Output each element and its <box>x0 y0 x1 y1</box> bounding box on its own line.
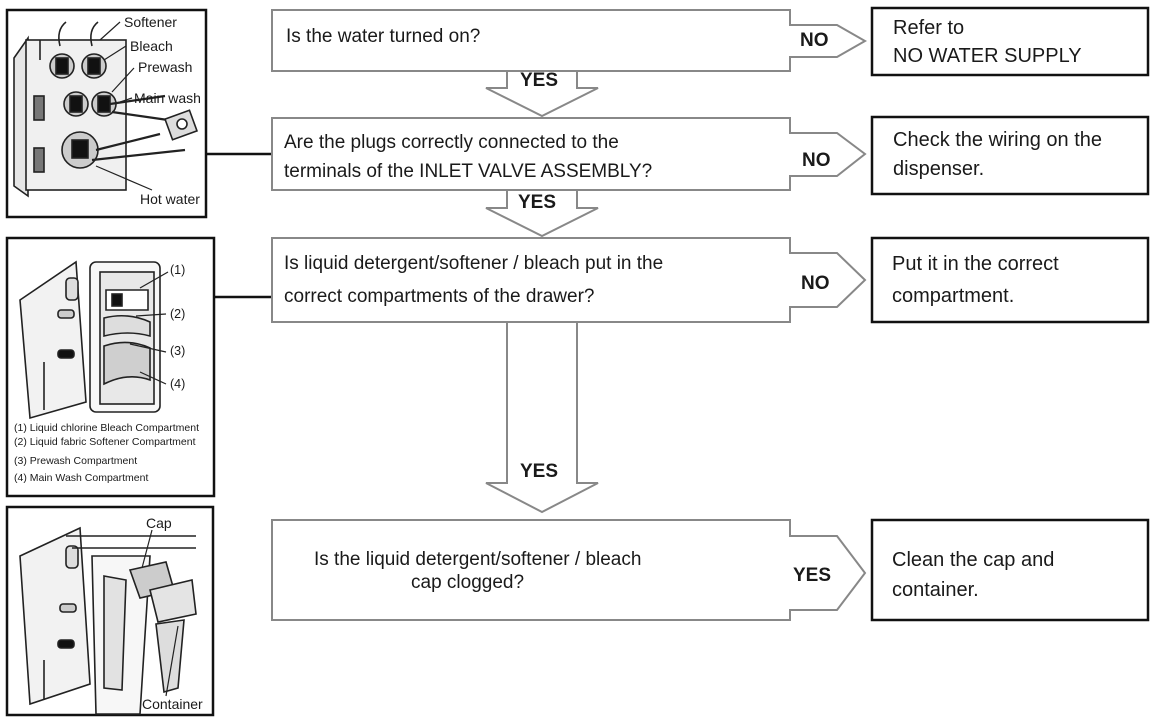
callout-prewash: Prewash <box>138 59 193 75</box>
down-arrow-3 <box>485 321 599 514</box>
drawer-legend-1: (1) Liquid chlorine Bleach Compartment <box>14 422 200 434</box>
next-label-3: YES <box>520 461 559 482</box>
question-4-line-1: Is the liquid detergent/softener / bleac… <box>314 549 642 570</box>
result-box-4 <box>870 518 1150 622</box>
result-1-line-1: Refer to <box>893 17 965 39</box>
result-2-line-1: Check the wiring on the <box>893 129 1103 151</box>
drawer-number-1: (1) <box>170 263 186 277</box>
question-2-line-2: terminals of the INLET VALVE ASSEMBLY? <box>284 161 653 182</box>
callout-main-wash: Main wash <box>134 90 201 106</box>
result-3-line-1: Put it in the correct <box>892 253 1059 275</box>
valve-drawing <box>13 21 199 198</box>
branch-label-1: NO <box>800 30 829 51</box>
question-3-line-1: Is liquid detergent/softener / bleach pu… <box>284 253 664 274</box>
result-box-2 <box>870 115 1150 196</box>
next-label-2: YES <box>518 192 557 213</box>
down-arrow-1 <box>485 70 599 118</box>
callout-bleach: Bleach <box>130 38 173 54</box>
drawer-number-4: (4) <box>170 377 186 391</box>
result-3-line-2: compartment. <box>892 285 1015 307</box>
result-4-line-2: container. <box>892 579 979 601</box>
next-label-1: YES <box>520 70 559 91</box>
down-arrow-2 <box>485 189 599 238</box>
cap-drawing <box>19 526 197 715</box>
branch-label-2: NO <box>802 150 831 171</box>
result-4-line-1: Clean the cap and <box>892 549 1055 571</box>
callout-hot-water: Hot water <box>140 191 200 207</box>
question-3-line-2: correct compartments of the drawer? <box>284 286 595 307</box>
question-2-line-1: Are the plugs correctly connected to the <box>284 132 619 153</box>
drawer-number-2: (2) <box>170 307 186 321</box>
result-box-1 <box>870 6 1150 77</box>
drawer-legend-4: (4) Main Wash Compartment <box>14 472 149 484</box>
result-1-line-2: NO WATER SUPPLY <box>893 45 1082 67</box>
drawer-drawing <box>19 260 169 420</box>
drawer-number-3: (3) <box>170 344 186 358</box>
drawer-legend-2: (2) Liquid fabric Softener Compartment <box>14 436 196 448</box>
question-box-4-shape <box>271 519 867 621</box>
branch-label-3: NO <box>801 273 830 294</box>
drawer-legend-3: (3) Prewash Compartment <box>14 455 138 467</box>
question-4-line-2: cap clogged? <box>411 572 525 593</box>
result-2-line-2: dispenser. <box>893 158 985 180</box>
branch-label-4: YES <box>793 565 832 586</box>
callout-softener: Softener <box>124 14 177 30</box>
callout-container: Container <box>142 696 203 712</box>
callout-cap: Cap <box>146 515 172 531</box>
result-box-3 <box>870 236 1150 324</box>
question-1-line-1: Is the water turned on? <box>286 26 481 47</box>
